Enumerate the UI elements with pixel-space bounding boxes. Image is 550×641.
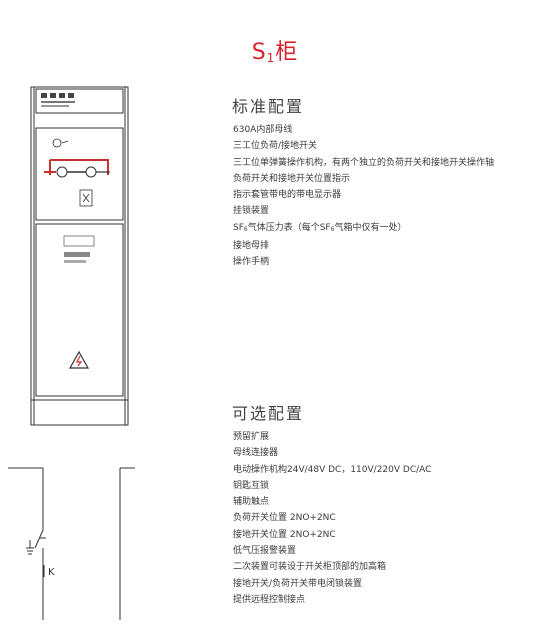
list-item: 指示套管带电的带电显示器	[233, 190, 342, 201]
indicator-panel	[35, 88, 124, 114]
list-item: 三工位负荷/接地开关	[233, 141, 318, 152]
page-title: S1柜	[0, 34, 550, 66]
list-item: 电动操作机构24V/48V DC，110V/220V DC/AC	[233, 464, 432, 475]
title-main: S	[251, 40, 267, 65]
optional-config-list: 预留扩展 母线连接器 电动操作机构24V/48V DC，110V/220V DC…	[233, 429, 431, 608]
title-suffix: 柜	[275, 40, 299, 65]
mechanism-panel	[35, 127, 124, 221]
list-item: 提供远程控制接点	[233, 594, 306, 605]
list-item: 操作手柄	[233, 257, 270, 268]
title-subscript: 1	[266, 51, 276, 65]
operating-shaft-icon	[52, 138, 62, 148]
optional-config-heading: 可选配置	[232, 404, 305, 423]
list-item: 接地开关/负荷开关带电闭锁装置	[233, 578, 363, 589]
single-line-mimic	[44, 159, 110, 178]
list-item: 辅助触点	[233, 497, 270, 508]
high-voltage-warning-icon	[68, 350, 90, 369]
list-item: 母线连接器	[233, 448, 279, 459]
list-item-sf6: SF6气体压力表（每个SF6气箱中仅有一处）	[233, 222, 407, 233]
list-item: 接地开关位置 2NO+2NC	[233, 529, 336, 540]
standard-config-list: 630A内部母线 三工位负荷/接地开关 三工位单弹簧操作机构，有两个独立的负荷开…	[233, 122, 494, 271]
list-item: 二次装置可装设于开关柜顶部的加高箱	[233, 562, 387, 573]
cable-door	[35, 223, 124, 397]
list-item: 钥匙互锁	[233, 480, 270, 491]
position-indicator-icon	[79, 189, 93, 207]
nameplate	[63, 235, 95, 263]
list-item: 低气压报警装置	[233, 546, 297, 557]
indicator-lights	[41, 93, 75, 107]
list-item: 接地母排	[233, 241, 270, 252]
cabinet-frame	[30, 86, 129, 426]
list-item: 630A内部母线	[233, 125, 293, 135]
list-item: 三工位单弹簧操作机构，有两个独立的负荷开关和接地开关操作轴	[233, 157, 495, 168]
list-item: 负荷开关位置 2NO+2NC	[233, 513, 336, 524]
list-item: 预留扩展	[233, 432, 270, 442]
circuit-schematic	[8, 467, 135, 620]
list-item: 负荷开关和接地开关位置指示	[233, 173, 351, 184]
schematic-k-label: K	[48, 567, 55, 578]
standard-config-heading: 标准配置	[232, 97, 305, 116]
list-item: 挂锁装置	[233, 206, 270, 217]
